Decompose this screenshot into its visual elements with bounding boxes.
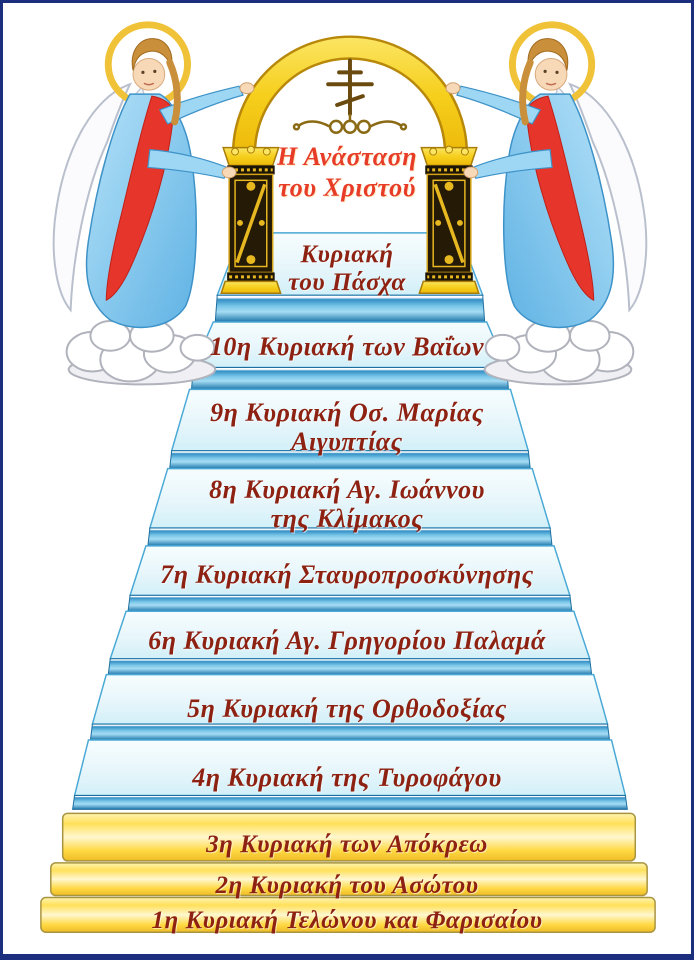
step-8	[147, 467, 553, 547]
step-4	[72, 739, 628, 810]
step-9	[169, 388, 531, 470]
left-angel-illustration	[52, 21, 255, 386]
step-1	[40, 896, 656, 933]
angel-hair	[131, 38, 181, 126]
poster-artwork	[40, 21, 656, 933]
cloud-icon	[65, 319, 217, 386]
angel-arms	[147, 82, 255, 180]
arch-pillar	[220, 145, 282, 294]
scroll-ornament	[292, 113, 408, 135]
step-7	[127, 545, 573, 612]
step-5	[89, 673, 611, 741]
angel-face-features	[141, 69, 157, 86]
step-3	[61, 812, 637, 862]
orthodox-cross-icon	[326, 58, 374, 116]
golden-arch	[220, 35, 481, 295]
step-pascha	[214, 232, 486, 323]
step-10	[190, 321, 510, 390]
step-2	[50, 862, 648, 897]
angel-face	[132, 57, 166, 91]
staircase	[40, 232, 656, 933]
step-6	[107, 610, 593, 676]
